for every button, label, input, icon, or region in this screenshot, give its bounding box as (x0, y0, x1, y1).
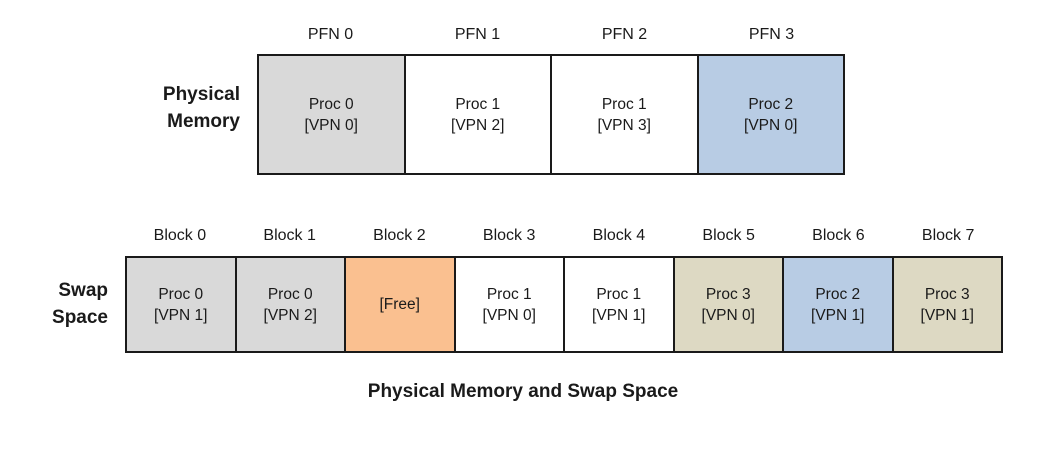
block-7-label: Block 7 (921, 227, 975, 244)
block-0-proc: Proc 0 (158, 285, 204, 303)
block-1-cell: Proc 0 [VPN 2] (234, 258, 344, 351)
block-5-label: Block 5 (702, 227, 755, 244)
pfn-0-label: PFN 0 (307, 26, 354, 43)
pfn-2-vpn: [VPN 3] (597, 116, 651, 134)
diagram-caption: Physical Memory and Swap Space (367, 381, 679, 402)
pfn-2-label: PFN 2 (601, 26, 648, 43)
block-3-cell: Proc 1 [VPN 0] (453, 258, 563, 351)
block-1-vpn: [VPN 2] (263, 306, 317, 324)
block-3-proc: Proc 1 (486, 285, 532, 303)
block-7-cell: Proc 3 [VPN 1] (891, 258, 1001, 351)
pfn-0-cell: Proc 0 [VPN 0] (259, 56, 404, 173)
block-1-proc: Proc 0 (267, 285, 313, 303)
swap-space-label-line1: Swap (58, 280, 108, 301)
pfn-2-cell: Proc 1 [VPN 3] (550, 56, 697, 173)
block-labels-row: Block 0 Block 1 Block 2 Block 3 Block 4 … (125, 227, 1003, 245)
block-2-label: Block 2 (373, 227, 426, 244)
block-1-label: Block 1 (263, 227, 316, 244)
pfn-2-proc: Proc 1 (601, 95, 647, 113)
physical-memory-label: Physical Memory (0, 81, 240, 135)
block-4-proc: Proc 1 (596, 285, 642, 303)
physical-memory-label-line1: Physical (162, 84, 240, 105)
block-7-vpn: [VPN 1] (920, 306, 974, 324)
block-4-vpn: [VPN 1] (592, 306, 646, 324)
block-0-label: Block 0 (153, 227, 207, 244)
swap-space-box: Proc 0 [VPN 1] Proc 0 [VPN 2] [Free] Pro… (125, 256, 1003, 353)
block-6-vpn: [VPN 1] (811, 306, 865, 324)
pfn-1-cell: Proc 1 [VPN 2] (403, 56, 550, 173)
pfn-labels-row: PFN 0 PFN 1 PFN 2 PFN 3 (257, 26, 845, 44)
block-5-proc: Proc 3 (705, 285, 751, 303)
block-3-vpn: [VPN 0] (482, 306, 536, 324)
block-6-label: Block 6 (812, 227, 865, 244)
pfn-1-label: PFN 1 (454, 26, 501, 43)
block-7-proc: Proc 3 (924, 285, 970, 303)
block-2-cell: [Free] (344, 258, 454, 351)
pfn-0-proc: Proc 0 (308, 95, 354, 113)
pfn-0-vpn: [VPN 0] (304, 116, 358, 134)
block-2-proc: [Free] (379, 296, 420, 313)
pfn-3-cell: Proc 2 [VPN 0] (696, 56, 843, 173)
block-4-cell: Proc 1 [VPN 1] (563, 258, 673, 351)
block-4-label: Block 4 (592, 227, 646, 244)
block-5-vpn: [VPN 0] (701, 306, 755, 324)
block-5-cell: Proc 3 [VPN 0] (672, 258, 782, 351)
block-3-label: Block 3 (482, 227, 536, 244)
physical-memory-box: Proc 0 [VPN 0] Proc 1 [VPN 2] Proc 1 [VP… (257, 54, 845, 175)
block-6-cell: Proc 2 [VPN 1] (782, 258, 892, 351)
pfn-3-vpn: [VPN 0] (744, 116, 798, 134)
pfn-3-proc: Proc 2 (748, 95, 794, 113)
pfn-1-proc: Proc 1 (455, 95, 501, 113)
block-6-proc: Proc 2 (815, 285, 861, 303)
swap-space-label-line2: Space (52, 307, 108, 328)
pfn-1-vpn: [VPN 2] (451, 116, 505, 134)
block-0-vpn: [VPN 1] (154, 306, 208, 324)
physical-memory-label-line2: Memory (167, 111, 240, 132)
pfn-3-label: PFN 3 (748, 26, 795, 43)
block-0-cell: Proc 0 [VPN 1] (127, 258, 235, 351)
swap-space-label: Swap Space (0, 277, 108, 331)
